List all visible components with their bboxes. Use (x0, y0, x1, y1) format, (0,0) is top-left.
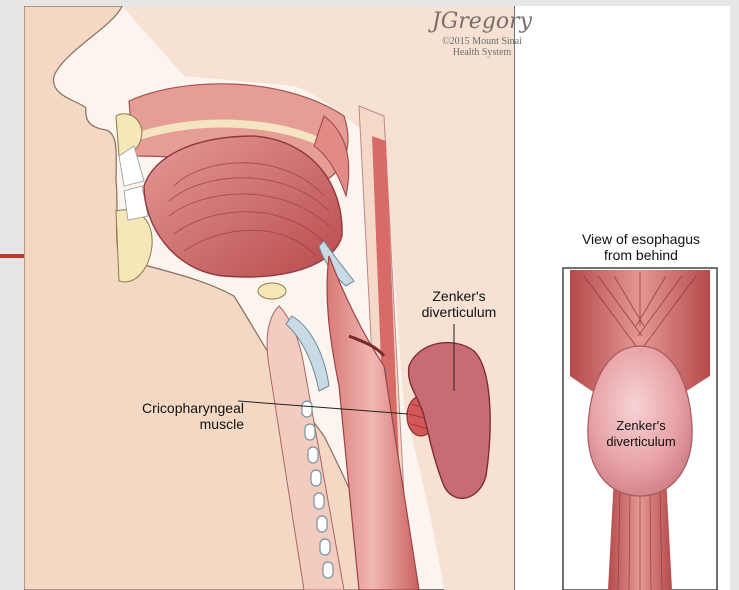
cricopharyngeal-label: Cricopharyngeal muscle (119, 400, 244, 432)
cricopharyngeal-label-line-1: Cricopharyngeal (119, 400, 244, 416)
inset-title-line-2: from behind (564, 247, 718, 263)
illustration-panel: JGregory ©2015 Mount Sinai Health System… (24, 6, 730, 590)
copyright-notice: ©2015 Mount Sinai Health System (427, 36, 537, 58)
anatomy-illustration (24, 6, 730, 590)
zenker-label-line-2: diverticulum (404, 304, 514, 320)
inset-title-line-1: View of esophagus (564, 231, 718, 247)
copyright-line-1: ©2015 Mount Sinai (427, 36, 537, 47)
zenker-label: Zenker's diverticulum (404, 288, 514, 320)
inset-zenker-label-line-1: Zenker's (586, 418, 696, 434)
cricopharyngeal-label-line-2: muscle (119, 416, 244, 432)
copyright-line-2: Health System (427, 47, 537, 58)
inset-zenker-label: Zenker's diverticulum (586, 418, 696, 450)
artist-signature: JGregory (427, 10, 537, 34)
accent-bar (0, 254, 24, 258)
hyoid-bone (258, 283, 286, 299)
zenker-label-line-1: Zenker's (404, 288, 514, 304)
inset-title: View of esophagus from behind (564, 231, 718, 263)
inset-zenker-label-line-2: diverticulum (586, 434, 696, 450)
